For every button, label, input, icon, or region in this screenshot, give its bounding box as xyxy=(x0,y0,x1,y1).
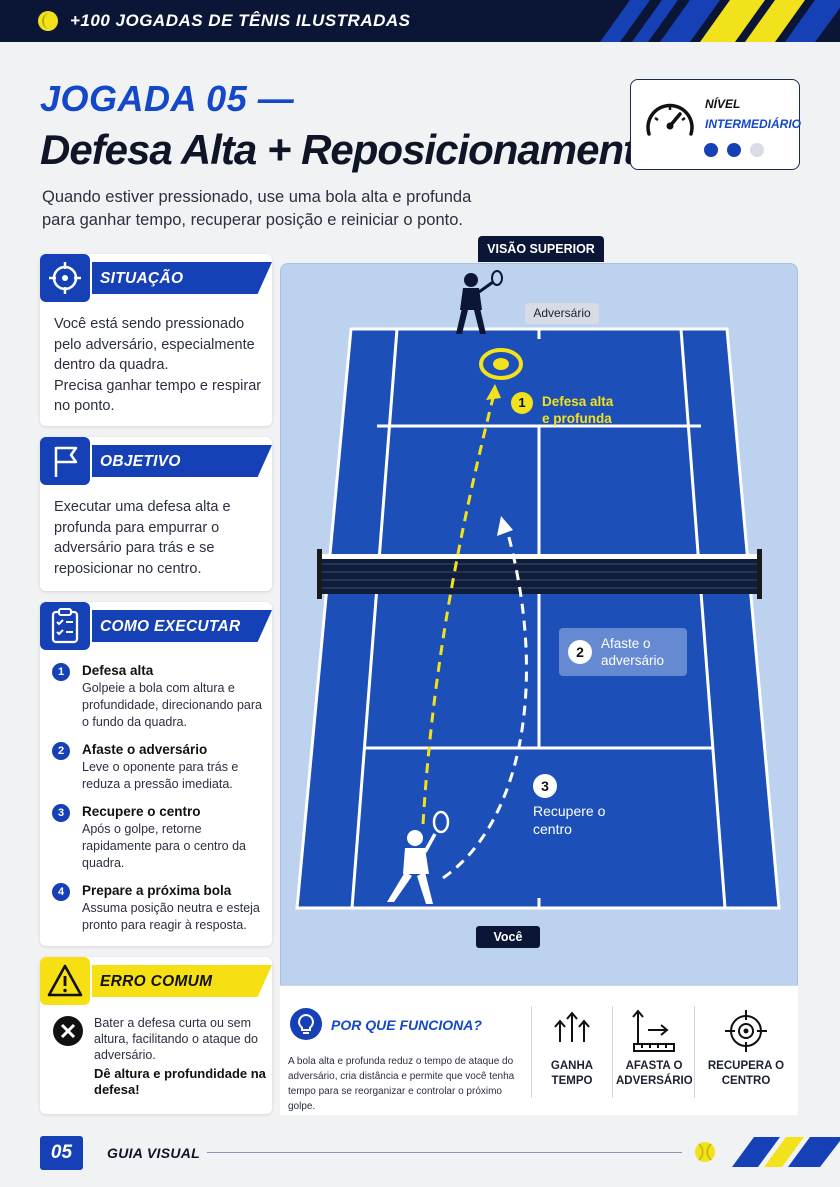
common-error-banner: ERRO COMUM xyxy=(92,965,272,997)
benefit-label: AFASTA O ADVERSÁRIO xyxy=(616,1060,693,1087)
step-title: Prepare a próxima bola xyxy=(82,883,232,898)
level-dot-1 xyxy=(704,143,718,157)
arrows-up-icon xyxy=(554,1011,590,1042)
lightbulb-icon xyxy=(290,1008,322,1040)
decorative-stripes xyxy=(732,1137,840,1167)
why-text: A bola alta e profunda reduz o tempo de … xyxy=(288,1056,515,1112)
step-number: 4 xyxy=(52,883,70,901)
benefit-label: GANHA TEMPO xyxy=(550,1060,594,1087)
tennis-court-diagram xyxy=(295,270,781,910)
level-value: INTERMEDIÁRIO xyxy=(705,117,801,131)
step-item: 3 Recupere o centro Após o golpe, retorn… xyxy=(52,803,267,872)
why-title: POR QUE FUNCIONA? xyxy=(331,1017,482,1033)
tennis-net xyxy=(317,549,762,599)
how-to-banner: COMO EXECUTAR xyxy=(92,610,272,642)
gauge-icon xyxy=(646,103,694,136)
step-text: Leve o oponente para trás e reduza a pre… xyxy=(82,760,239,791)
callout-2-number: 2 xyxy=(568,640,592,664)
common-error-card: ERRO COMUM Bater a defesa curta ou sem a… xyxy=(40,957,272,1114)
objective-text: Executar uma defesa alta e profunda para… xyxy=(54,499,231,577)
play-number: JOGADA 05 — xyxy=(40,78,295,119)
why-it-works-card: POR QUE FUNCIONA? A bola alta e profunda… xyxy=(280,985,798,1115)
objective-title: OBJETIVO xyxy=(100,453,181,470)
callout-1-text: Defesa alta e profunda xyxy=(542,394,614,426)
objective-banner: OBJETIVO xyxy=(92,445,272,477)
divider xyxy=(531,1006,532,1098)
flag-icon xyxy=(40,437,90,485)
benefit-gain-time: GANHA TEMPO xyxy=(536,1008,608,1089)
step-title: Recupere o centro xyxy=(82,804,201,819)
objective-card: OBJETIVO Executar uma defesa alta e prof… xyxy=(40,437,272,591)
player-movement-arrow xyxy=(442,529,528,880)
how-to-title: COMO EXECUTAR xyxy=(100,618,241,635)
common-error-emphasis: Dê altura e profundidade na defesa! xyxy=(94,1066,266,1097)
warning-icon xyxy=(40,957,90,1005)
divider xyxy=(612,1006,613,1098)
step-text: Assuma posição neutra e esteja pronto pa… xyxy=(82,901,260,932)
callout-2: 2 Afaste o adversário xyxy=(559,628,687,676)
benefit-recover-center: RECUPERA O CENTRO xyxy=(702,1008,790,1089)
step-title: Defesa alta xyxy=(82,663,154,678)
tennis-ball-icon xyxy=(38,11,58,31)
level-label: NÍVEL xyxy=(705,97,741,111)
step-text: Golpeie a bola com altura e profundidade… xyxy=(82,681,262,729)
step-number: 3 xyxy=(52,804,70,822)
common-error-title: ERRO COMUM xyxy=(100,973,213,990)
you-label: Você xyxy=(476,926,540,948)
callout-2-text: Afaste o adversário xyxy=(601,636,665,668)
situation-banner: SITUAÇÃO xyxy=(92,262,272,294)
how-to-card: COMO EXECUTAR 1 Defesa alta Golpeie a bo… xyxy=(40,602,272,946)
series-title: +100 JOGADAS DE TÊNIS ILUSTRADAS xyxy=(70,11,411,30)
target-marker xyxy=(479,348,523,380)
situation-card: SITUAÇÃO Você está sendo pressionado pel… xyxy=(40,254,272,426)
situation-text: Você está sendo pressionado pelo adversá… xyxy=(54,316,262,414)
clipboard-icon xyxy=(40,602,90,650)
footer-line xyxy=(207,1152,682,1153)
opponent-player-icon xyxy=(456,270,503,334)
benefit-label: RECUPERA O CENTRO xyxy=(707,1060,785,1087)
steps-list: 1 Defesa alta Golpeie a bola com altura … xyxy=(52,662,267,944)
view-label: VISÃO SUPERIOR xyxy=(478,236,604,262)
level-card: NÍVEL INTERMEDIÁRIO xyxy=(630,79,801,170)
footer-label: GUIA VISUAL xyxy=(107,1145,201,1161)
callout-3-number: 3 xyxy=(533,774,557,798)
opponent-label: Adversário xyxy=(525,303,599,324)
callout-1-number: 1 xyxy=(511,392,533,414)
target-icon xyxy=(725,1010,767,1052)
page-number: 05 xyxy=(40,1136,83,1170)
step-item: 2 Afaste o adversário Leve o oponente pa… xyxy=(52,741,267,793)
callout-3-text: Recupere o centro xyxy=(533,803,606,837)
top-banner: +100 JOGADAS DE TÊNIS ILUSTRADAS xyxy=(0,0,840,42)
divider xyxy=(694,1006,695,1098)
benefit-push-back: AFASTA O ADVERSÁRIO xyxy=(616,1008,693,1089)
level-dot-2 xyxy=(727,143,741,157)
step-title: Afaste o adversário xyxy=(82,742,208,757)
decorative-stripes xyxy=(600,0,840,42)
step-item: 4 Prepare a próxima bola Assuma posição … xyxy=(52,882,267,934)
tennis-ball-icon xyxy=(695,1142,715,1162)
close-icon xyxy=(53,1016,83,1046)
step-item: 1 Defesa alta Golpeie a bola com altura … xyxy=(52,662,267,731)
intro-text: Quando estiver pressionado, use uma bola… xyxy=(42,188,472,229)
step-number: 2 xyxy=(52,742,70,760)
situation-title: SITUAÇÃO xyxy=(100,270,184,287)
you-player-icon xyxy=(387,810,450,904)
level-dot-3 xyxy=(750,143,764,157)
push-back-icon xyxy=(632,1009,675,1052)
ball-trajectory-arrow xyxy=(421,389,497,825)
step-text: Após o golpe, retorne rapidamente para o… xyxy=(82,822,246,870)
court-panel: Adversário Você 1 Defesa alta e profunda… xyxy=(280,263,798,1115)
step-number: 1 xyxy=(52,663,70,681)
crosshair-icon xyxy=(40,254,90,302)
common-error-text: Bater a defesa curta ou sem altura, faci… xyxy=(94,1016,259,1062)
page-title: Defesa Alta + Reposicionamento xyxy=(40,126,662,173)
